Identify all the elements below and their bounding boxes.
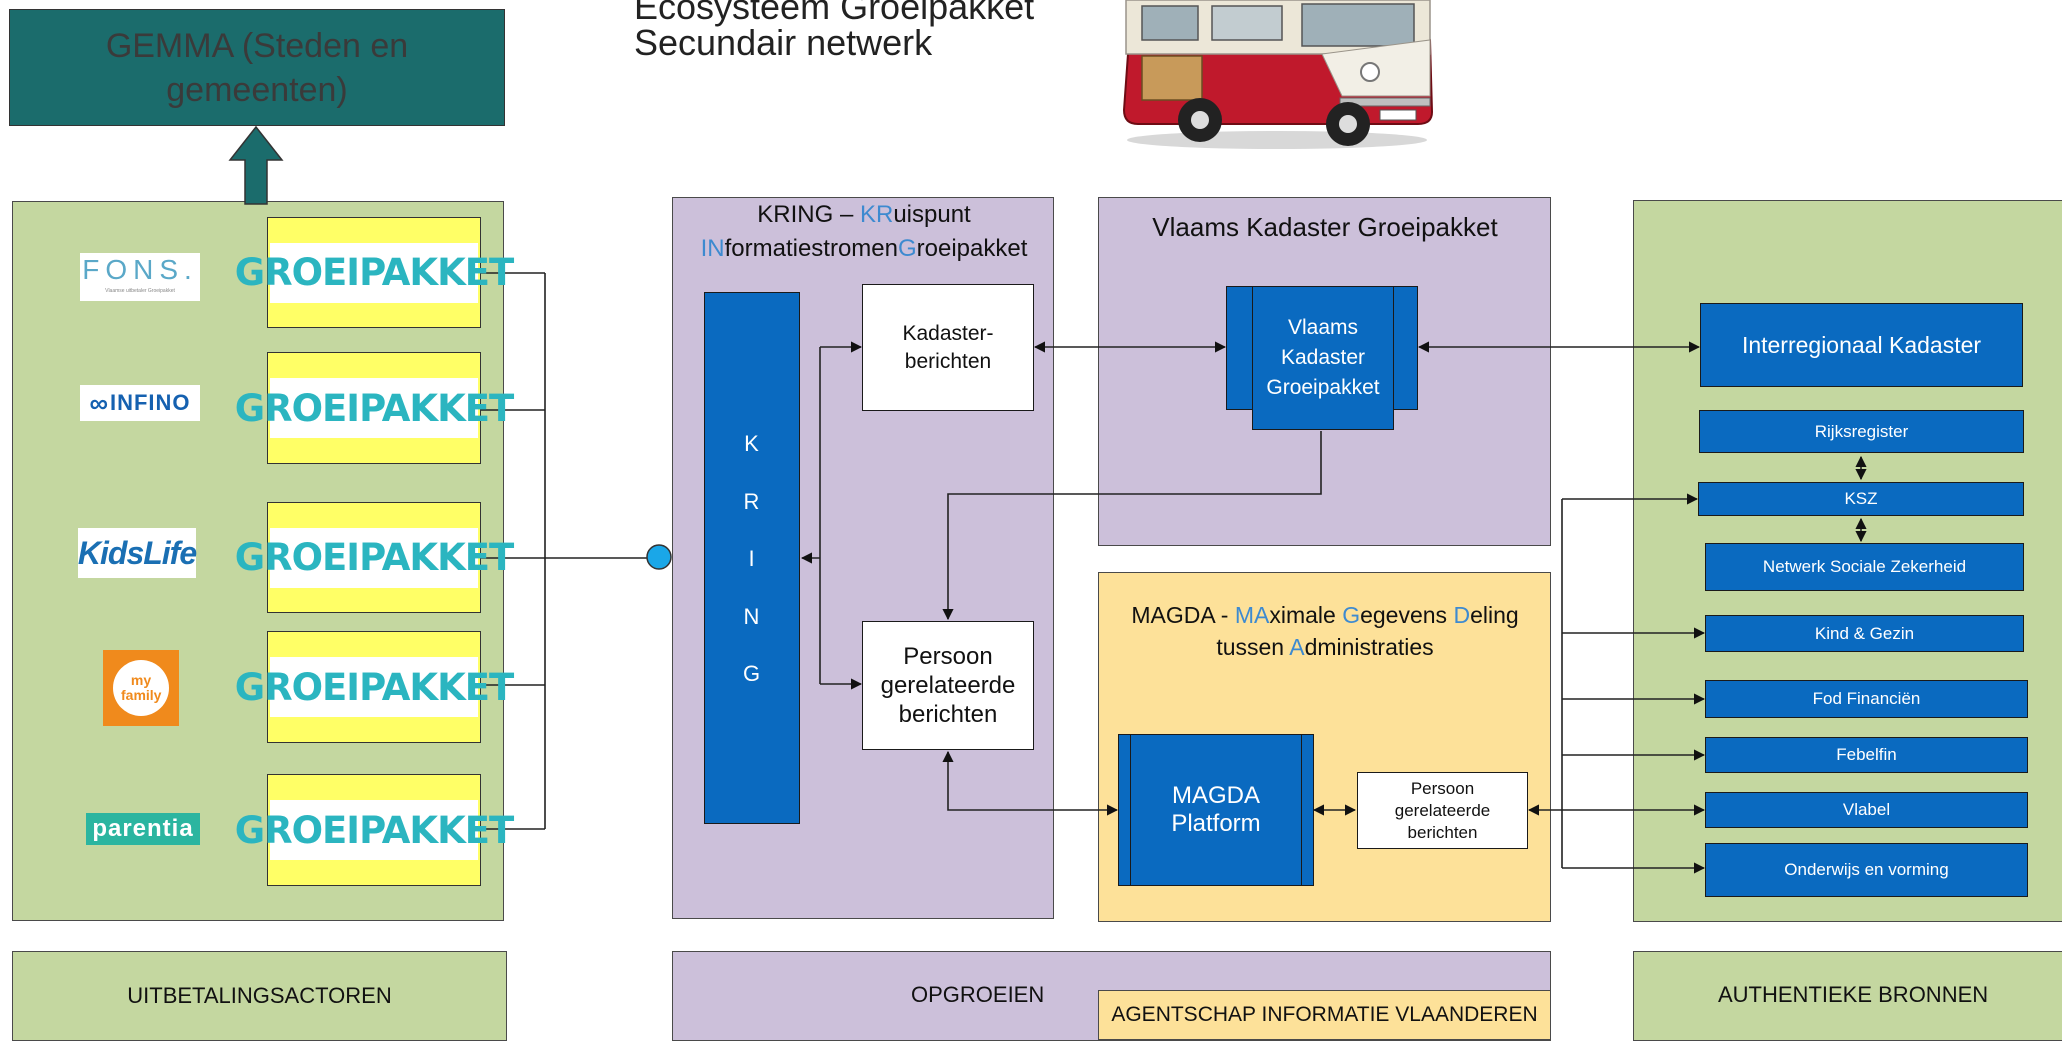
source-fod-financien: Fod Financiën <box>1705 680 2028 718</box>
source-label: Fod Financiën <box>1812 689 1921 708</box>
groeipakket-text: GROEIPAKKET <box>235 657 514 717</box>
kring-letter: G <box>742 661 761 686</box>
kring-box: K R I N G <box>704 292 800 824</box>
fons-logo-sub: Vlaamse uitbetaler Groeipakket <box>105 288 175 294</box>
source-label: KSZ <box>1844 489 1878 508</box>
groeipakket-badge: GROEIPAKKET <box>235 217 514 328</box>
magda-title-part: ximale <box>1269 602 1343 628</box>
kring-title-part: G <box>897 235 917 262</box>
persoon-berichten-label: Persoon gerelateerde berichten <box>880 643 1016 728</box>
myfamily-circle: my family <box>113 660 169 716</box>
source-febelfin: Febelfin <box>1705 737 2028 773</box>
uitbetalingsactoren-label: UITBETALINGSACTOREN <box>127 983 392 1008</box>
persoon-berichten-box: Persoon gerelateerde berichten <box>862 621 1034 750</box>
source-kind-gezin: Kind & Gezin <box>1705 615 2024 652</box>
parentia-logo: parentia <box>86 813 200 845</box>
groeipakket-text: GROEIPAKKET <box>235 242 514 303</box>
magda-title-part: G <box>1342 602 1361 628</box>
source-label: Netwerk Sociale Zekerheid <box>1762 557 1967 576</box>
magda-persoon-berichten-box: Persoon gerelateerde berichten <box>1357 772 1528 849</box>
gemma-label: GEMMA (Steden en gemeenten) <box>105 26 409 109</box>
kring-title-part: roeipakket <box>916 235 1028 262</box>
magda-title-part: A <box>1289 634 1305 660</box>
kidslife-logo-text: KidsLife <box>77 534 197 571</box>
kring-title-part: KRING – <box>757 201 860 228</box>
source-label: Interregionaal Kadaster <box>1741 331 1982 358</box>
magda-persoon-berichten-label: Persoon gerelateerde berichten <box>1394 778 1491 842</box>
groeipakket-text: GROEIPAKKET <box>235 800 514 860</box>
kring-letter: I <box>748 546 755 571</box>
magda-title-part: MA <box>1234 602 1270 628</box>
source-rijksregister: Rijksregister <box>1699 410 2024 453</box>
magda-title-part: dministraties <box>1304 634 1434 660</box>
uitbetalingsactoren-footer: UITBETALINGSACTOREN <box>12 951 507 1041</box>
myfamily-logo: my family <box>103 650 179 726</box>
source-label: Rijksregister <box>1814 421 1909 441</box>
agentschap-box: AGENTSCHAP INFORMATIE VLAANDEREN <box>1098 990 1551 1040</box>
kadaster-berichten-box: Kadaster-berichten <box>862 284 1034 411</box>
kring-title-part: formatiestromen <box>724 235 898 262</box>
kring-letter: N <box>743 604 760 629</box>
fons-logo: FONS. Vlaamse uitbetaler Groeipakket <box>80 253 200 301</box>
authentieke-bronnen-label: AUTHENTIEKE BRONNEN <box>1718 982 1989 1007</box>
magda-title-part: tussen <box>1216 634 1290 660</box>
source-label: Febelfin <box>1836 745 1897 764</box>
source-netwerk-sociale-zekerheid: Netwerk Sociale Zekerheid <box>1705 543 2024 591</box>
gemma-box: GEMMA (Steden en gemeenten) <box>9 9 505 126</box>
groeipakket-text: GROEIPAKKET <box>235 378 514 438</box>
magda-title: MAGDA - MAximale Gegevens Deling tussen … <box>1100 599 1550 663</box>
source-ksz: KSZ <box>1698 482 2024 516</box>
source-label: Kind & Gezin <box>1814 623 1915 643</box>
agentschap-label: AGENTSCHAP INFORMATIE VLAANDEREN <box>1111 1003 1538 1026</box>
source-label: Onderwijs en vorming <box>1784 860 1949 879</box>
myfamily-logo-text: my family <box>121 672 162 703</box>
kring-letter: R <box>743 489 760 514</box>
kring-title-part: uispunt <box>893 201 971 228</box>
groeipakket-badge: GROEIPAKKET <box>235 774 514 886</box>
vw-bus-image <box>1112 0 1438 152</box>
magda-platform-label: MAGDA Platform <box>1171 782 1261 837</box>
source-vlabel: Vlabel <box>1705 792 2028 828</box>
kring-title-part: KR <box>859 201 894 228</box>
infinity-icon: ∞ <box>89 387 108 418</box>
kidslife-logo: KidsLife <box>77 528 197 578</box>
groeipakket-text: GROEIPAKKET <box>235 527 514 588</box>
magda-title-part: eling <box>1470 602 1519 628</box>
fons-logo-text: FONS. <box>82 254 198 285</box>
source-onderwijs-vorming: Onderwijs en vorming <box>1705 843 2028 897</box>
magda-title-part: MAGDA - <box>1131 602 1235 628</box>
authentieke-bronnen-footer: AUTHENTIEKE BRONNEN <box>1633 951 2062 1041</box>
magda-title-part: egevens <box>1360 602 1454 628</box>
kring-letter: K <box>744 431 759 456</box>
kadaster-berichten-label: Kadaster-berichten <box>902 321 994 373</box>
groeipakket-badge: GROEIPAKKET <box>235 502 514 613</box>
opgroeien-label: OPGROEIEN <box>911 982 1045 1007</box>
vkg-box: Vlaams Kadaster Groeipakket <box>1252 286 1394 430</box>
header-title-line1: Ecosysteem Groeipakket <box>634 0 1035 27</box>
vkg-title: Vlaams Kadaster Groeipakket <box>1152 212 1498 242</box>
kring-title: KRING – KRuispunt INformatiestromenGroei… <box>678 198 1050 266</box>
source-label: Vlabel <box>1842 800 1891 819</box>
parentia-logo-text: parentia <box>92 815 194 842</box>
groeipakket-badge: GROEIPAKKET <box>235 631 514 743</box>
magda-title-part: D <box>1453 602 1471 628</box>
header-title-line2: Secundair netwerk <box>634 22 933 63</box>
kring-title-part: IN <box>700 235 725 262</box>
magda-platform-box: MAGDA Platform <box>1130 734 1302 886</box>
source-interregionaal-kadaster: Interregionaal Kadaster <box>1700 303 2023 387</box>
infino-logo: ∞ INFINO <box>80 385 200 421</box>
groeipakket-badge: GROEIPAKKET <box>235 352 514 464</box>
infino-logo-text: INFINO <box>109 390 191 415</box>
vkg-box-label: Vlaams Kadaster Groeipakket <box>1266 316 1380 399</box>
